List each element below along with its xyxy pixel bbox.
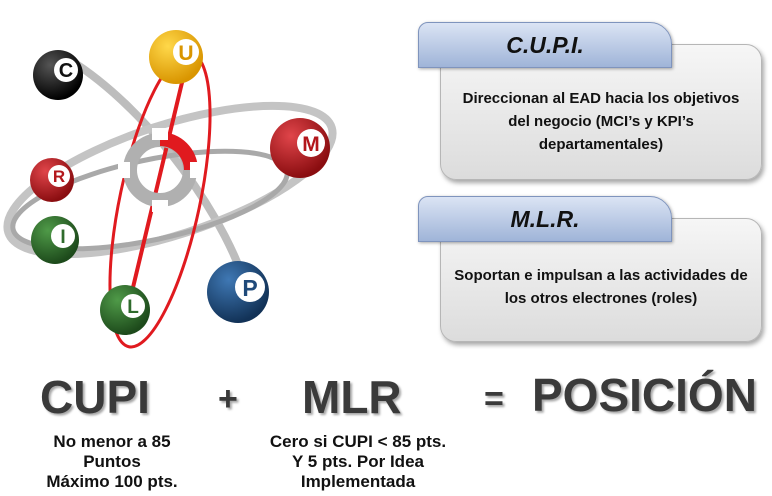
- electron-r-letter: R: [53, 167, 65, 186]
- electron-c-letter: C: [59, 60, 73, 82]
- mlr-note-line-3: Implementada: [300, 472, 416, 491]
- orbit-red-axis: [128, 69, 187, 301]
- electron-u: U: [149, 30, 203, 84]
- electron-p: P: [207, 261, 269, 323]
- electron-u-letter: U: [178, 42, 193, 65]
- electron-p-letter: P: [242, 275, 257, 301]
- cupi-note-line-1: No menor a 85: [53, 432, 171, 451]
- electron-l: L: [100, 285, 150, 335]
- electron-l-letter: L: [127, 297, 139, 318]
- electron-i-letter: I: [60, 227, 65, 248]
- mlr-title: M.L.R.: [418, 196, 672, 242]
- electron-r: R: [30, 158, 74, 202]
- equation-term-cupi: CUPI: [40, 371, 150, 423]
- equation-result: POSICIÓN: [532, 369, 757, 421]
- cupi-note-line-3: Máximo 100 pts.: [46, 472, 178, 491]
- nucleus-icon: [118, 128, 202, 212]
- electron-m-letter: M: [302, 133, 320, 156]
- equation-equals: =: [484, 380, 504, 418]
- cupi-note: No menor a 85 Puntos Máximo 100 pts.: [14, 432, 210, 492]
- equation-term-mlr: MLR: [302, 371, 402, 423]
- cupi-title: C.U.P.I.: [418, 22, 672, 68]
- mlr-note-line-1: Cero si CUPI < 85 pts.: [269, 432, 447, 451]
- mlr-note: Cero si CUPI < 85 pts. Y 5 pts. Por Idea…: [228, 432, 488, 492]
- equation-plus: +: [218, 380, 238, 418]
- electron-m: M: [270, 118, 330, 178]
- electron-c: C: [33, 50, 83, 100]
- cupi-note-line-2: Puntos: [83, 452, 141, 471]
- atom-diagram: C U R M I L P: [3, 30, 337, 349]
- electron-i: I: [31, 216, 79, 264]
- mlr-note-line-2: Y 5 pts. Por Idea: [292, 452, 424, 471]
